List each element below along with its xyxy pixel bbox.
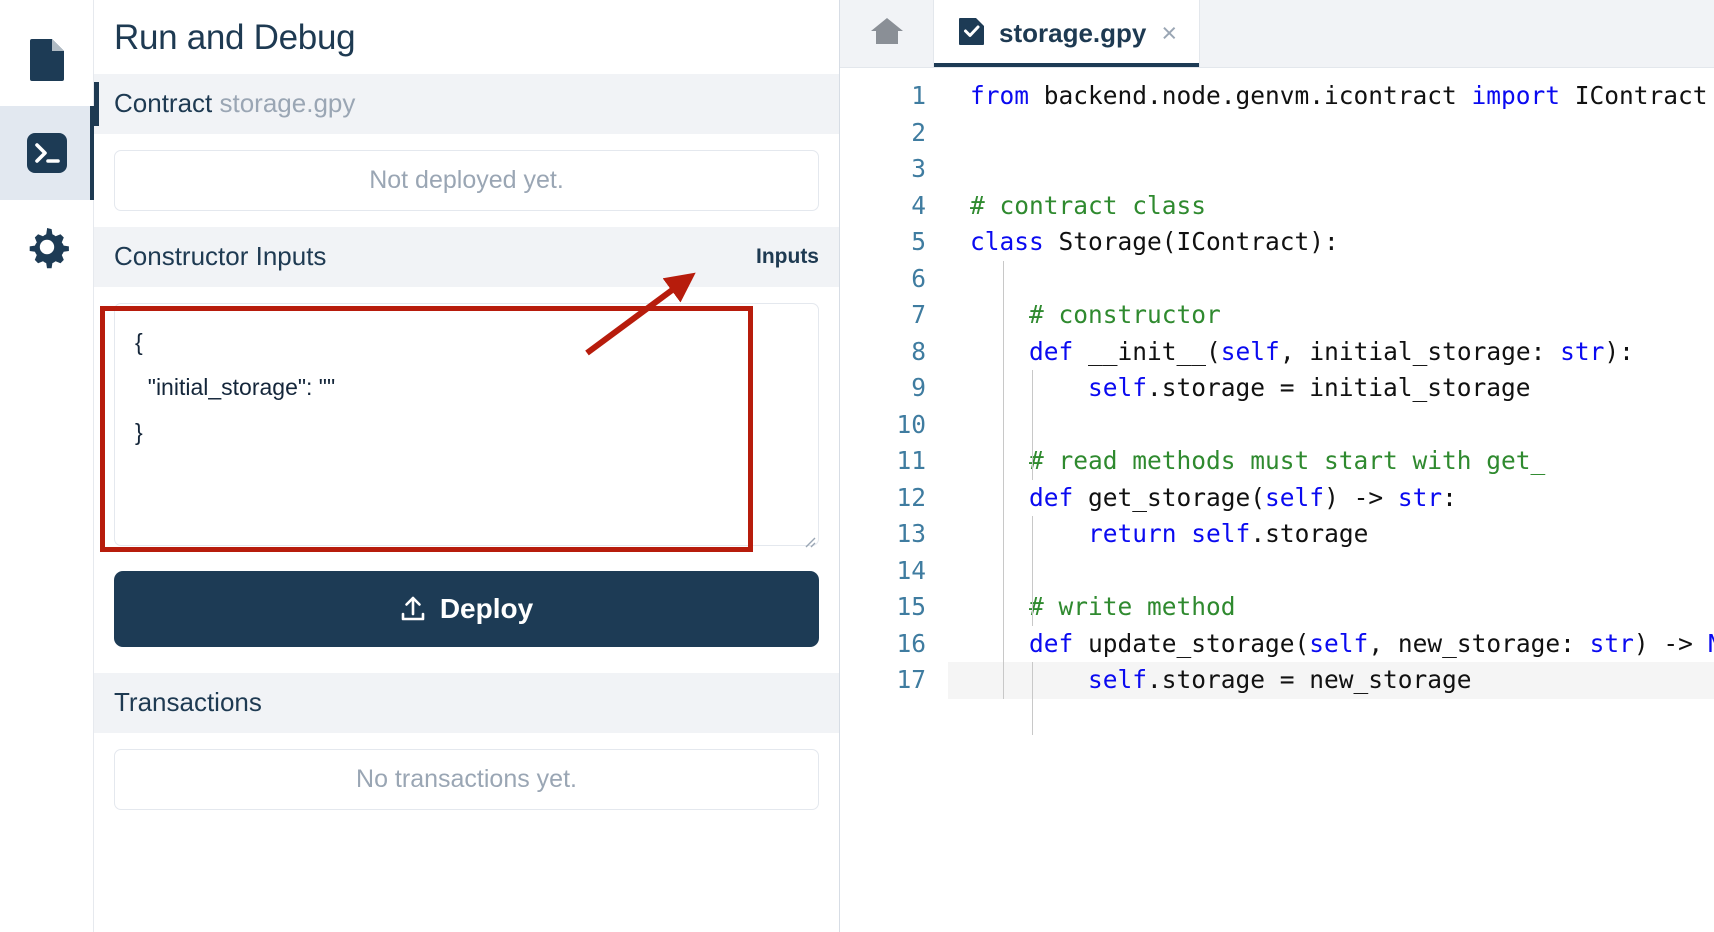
constructor-inputs-textarea[interactable] <box>114 303 819 546</box>
editor-tabbar: storage.gpy × <box>840 0 1714 68</box>
sidebar-item-settings[interactable] <box>0 200 94 294</box>
page-title: Run and Debug <box>114 18 356 57</box>
tab-label: storage.gpy <box>999 18 1147 48</box>
code-line[interactable]: self.storage = initial_storage <box>1088 373 1531 402</box>
run-and-debug-panel: Run and Debug Contract storage.gpy Not d… <box>94 0 840 932</box>
code-line[interactable]: self.storage = new_storage <box>948 662 1714 699</box>
contract-label-group: Contract storage.gpy <box>114 88 355 119</box>
code-line[interactable]: def get_storage(self) -> str: <box>1029 482 1457 512</box>
code-line[interactable]: def update_storage(self, new_storage: st… <box>1029 628 1714 658</box>
line-number: 8 <box>911 336 926 366</box>
code-line[interactable]: # write method <box>970 592 1236 621</box>
home-tab[interactable] <box>840 0 934 67</box>
indent-guide <box>1032 370 1033 480</box>
code-line[interactable]: return self.storage <box>1088 519 1369 548</box>
inputs-badge: Inputs <box>756 244 819 268</box>
contract-label: Contract <box>114 88 213 118</box>
code-line[interactable] <box>948 115 1714 152</box>
code-line[interactable] <box>948 553 1714 590</box>
indent-guide <box>1032 516 1033 626</box>
contract-filename: storage.gpy <box>219 88 356 118</box>
activity-rail <box>0 0 94 932</box>
constructor-inputs-header: Constructor Inputs Inputs <box>94 227 839 287</box>
transactions-title: Transactions <box>114 687 262 717</box>
line-number: 1 <box>911 81 926 110</box>
deploy-button[interactable]: Deploy <box>114 571 819 647</box>
line-number: 9 <box>911 373 926 402</box>
close-icon[interactable]: × <box>1161 18 1178 48</box>
code-content[interactable]: from backend.node.genvm.icontract import… <box>948 78 1714 932</box>
upload-icon <box>400 595 426 623</box>
line-number: 10 <box>896 409 926 439</box>
code-line[interactable] <box>948 151 1714 188</box>
line-number: 16 <box>896 628 926 658</box>
line-number: 11 <box>896 446 926 475</box>
line-number: 5 <box>911 227 926 256</box>
file-check-icon <box>958 16 986 51</box>
line-number: 14 <box>896 555 926 585</box>
deploy-button-label: Deploy <box>439 593 534 624</box>
code-line[interactable] <box>948 407 1714 444</box>
indent-guide <box>1032 662 1033 735</box>
indent-guide <box>1003 260 1004 699</box>
constructor-inputs-title: Constructor Inputs <box>114 241 327 271</box>
code-line[interactable]: from backend.node.genvm.icontract import… <box>970 81 1708 110</box>
code-line[interactable]: def __init__(self, initial_storage: str)… <box>1029 336 1634 366</box>
terminal-icon <box>26 132 68 174</box>
line-number: 4 <box>911 190 926 220</box>
line-number: 3 <box>911 154 926 183</box>
deployment-status: Not deployed yet. <box>114 150 819 211</box>
line-number: 13 <box>896 519 926 548</box>
tab-storage-gpy[interactable]: storage.gpy × <box>934 0 1201 67</box>
transactions-empty-state: No transactions yet. <box>114 749 819 810</box>
line-number: 12 <box>896 482 926 512</box>
line-number: 7 <box>911 300 926 329</box>
code-line[interactable]: # read methods must start with get_ <box>970 446 1546 475</box>
constructor-inputs-wrap <box>114 303 819 551</box>
contract-section-header: Contract storage.gpy <box>94 74 839 134</box>
transactions-header: Transactions <box>94 673 839 733</box>
line-number: 2 <box>911 117 926 147</box>
code-line[interactable]: class Storage(IContract): <box>970 227 1339 256</box>
code-line[interactable]: # contract class <box>970 190 1207 220</box>
line-number: 17 <box>896 665 926 694</box>
code-line[interactable]: # constructor <box>970 300 1221 329</box>
code-line[interactable] <box>948 261 1714 298</box>
line-number: 6 <box>911 263 926 293</box>
line-number: 15 <box>896 592 926 621</box>
sidebar-item-run-and-debug[interactable] <box>0 106 94 200</box>
home-icon <box>870 16 904 51</box>
sidebar-item-files[interactable] <box>0 12 94 106</box>
file-icon <box>28 37 66 81</box>
gear-icon <box>25 225 69 269</box>
